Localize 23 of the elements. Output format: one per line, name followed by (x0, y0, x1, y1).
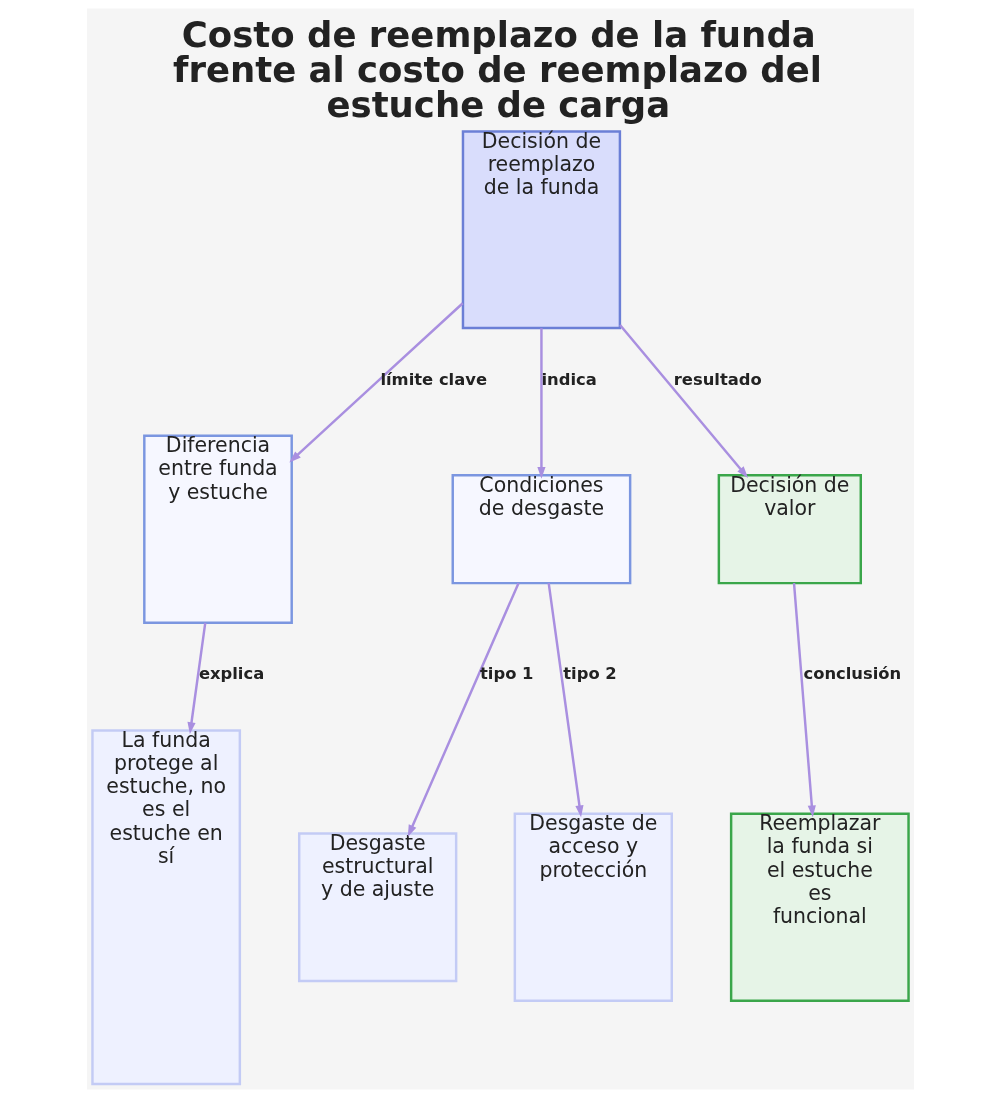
arrow (288, 302, 464, 463)
node-box: Desgaste de acceso y protección (513, 812, 673, 1002)
arrow (618, 324, 748, 478)
edge-label: conclusión (802, 664, 901, 684)
edge-label: tipo 2 (562, 664, 617, 684)
node-box: Diferencia entre funda y estuche (142, 434, 293, 624)
edge-label: resultado (673, 369, 762, 389)
node-box: Reemplazar la funda si el estuche es funcional (729, 812, 910, 1002)
edge-label: tipo 1 (479, 664, 533, 684)
edge-label: límite clave (379, 369, 487, 389)
arrow (547, 583, 583, 818)
node-box: Condiciones de desgaste (451, 474, 631, 585)
edge-label: explica (198, 664, 264, 684)
node-box: Decisión de reemplazo de la funda (461, 130, 621, 330)
node-box: Decisión de valor (717, 474, 862, 585)
node-box: La funda protege al estuche, no es el estuche en sí (90, 729, 241, 1086)
arrow (407, 582, 520, 837)
arrow (186, 622, 206, 735)
arrow (792, 583, 816, 818)
diagram-title: Costo de reemplazo de la funda frente al costo de reemplazo del estuche de carga (172, 13, 822, 126)
arrow (536, 328, 546, 479)
edge-label: indica (540, 369, 597, 389)
node-box: Desgaste estructural y de ajuste (297, 832, 457, 983)
